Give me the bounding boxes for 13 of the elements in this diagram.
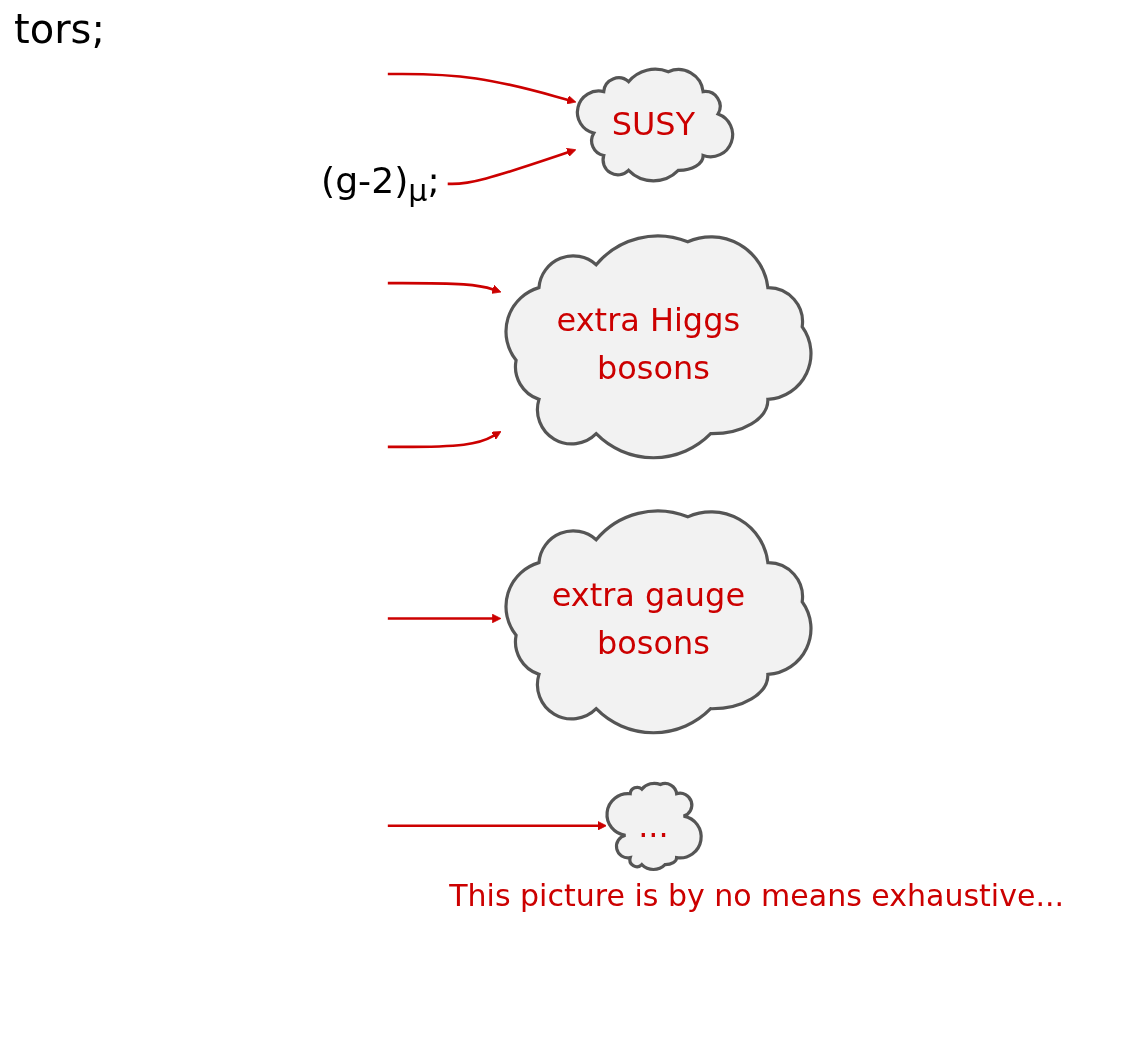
arrow (447, 148, 577, 186)
arrow (387, 281, 502, 294)
cloud-shape: extra Higgs bosons (504, 234, 813, 460)
cloud-shape: extra gauge bosons (504, 509, 813, 735)
arrow (387, 431, 502, 449)
note-text: This picture is by no means exhaustive... (448, 878, 1064, 913)
cloud-shape: SUSY (575, 67, 735, 183)
node-text: (g-2)$_{μ}$; (321, 158, 440, 209)
partial-text: tors; (14, 6, 106, 52)
cloud-shape: ... (605, 781, 703, 872)
arrow (387, 821, 607, 831)
arrow (387, 613, 502, 624)
arrow (387, 72, 577, 105)
